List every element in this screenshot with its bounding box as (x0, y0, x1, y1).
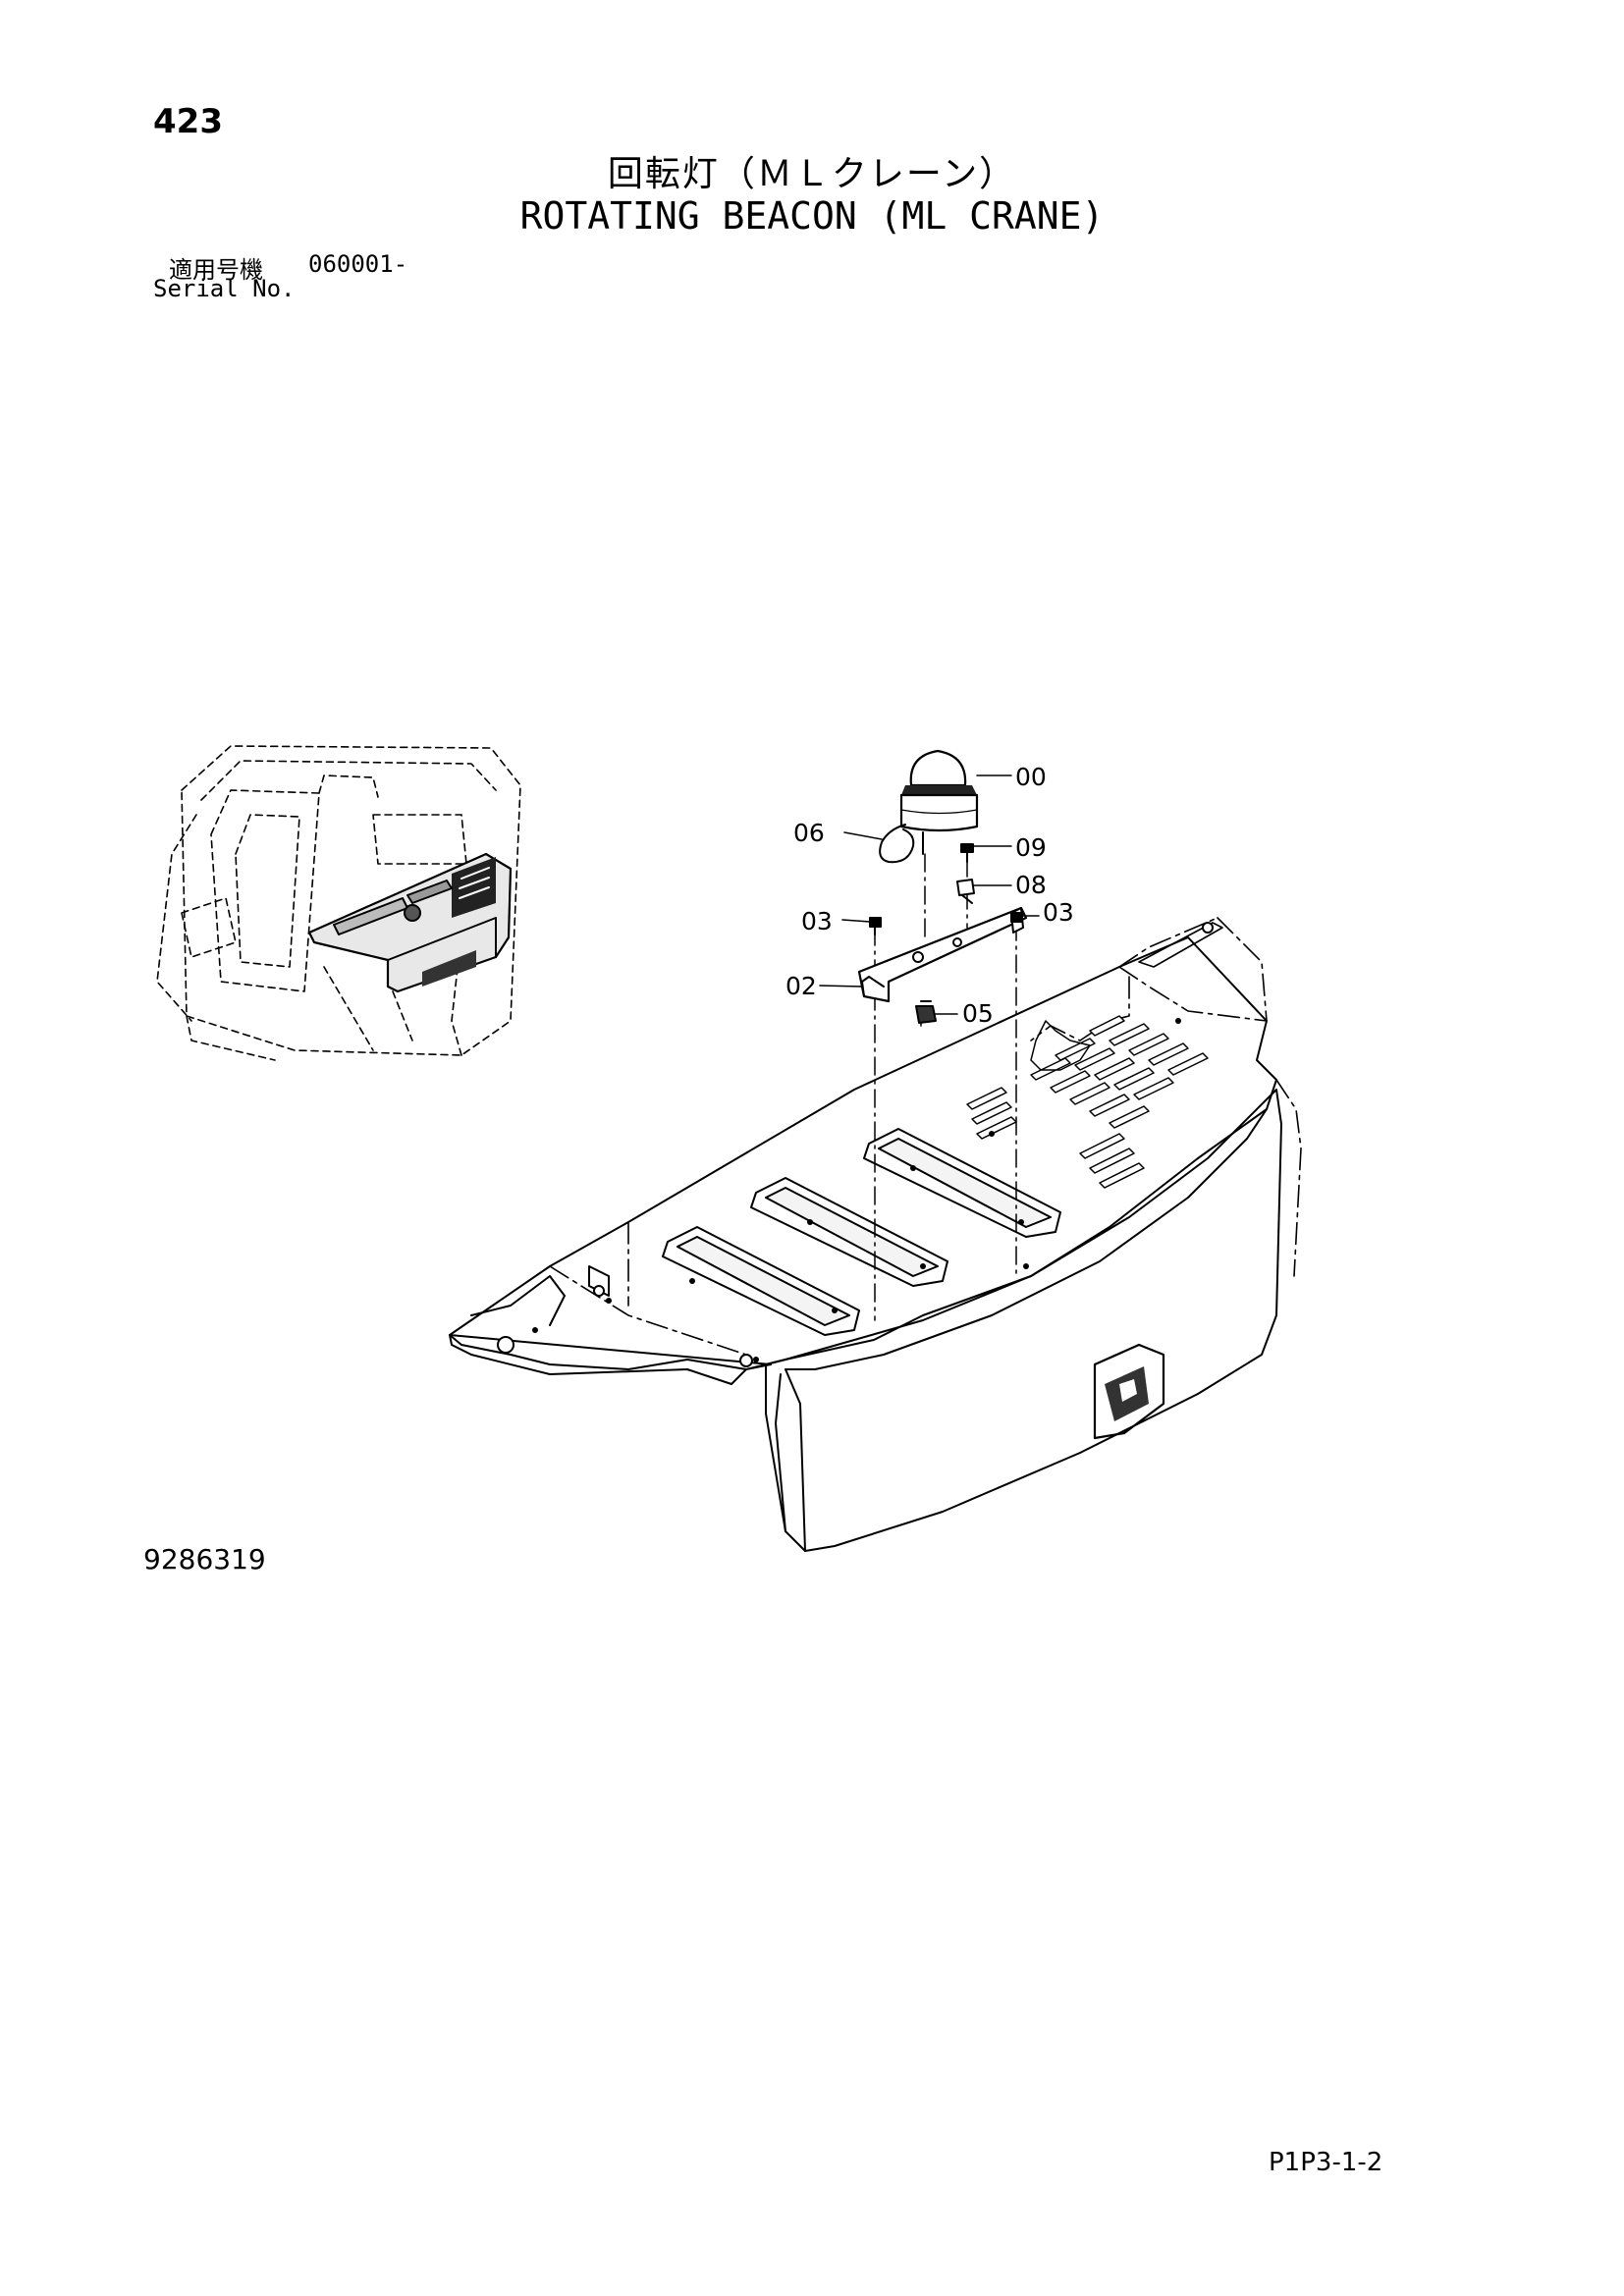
drawing-number: 9286319 (143, 1543, 266, 1575)
callout-09: 09 (1015, 833, 1047, 862)
callout-05: 05 (962, 999, 994, 1028)
page-title-japanese: 回転灯（ＭＬクレーン） (607, 154, 1017, 194)
serial-number-value: 060001- (308, 250, 408, 278)
serial-label-english: Serial No. (153, 275, 296, 302)
callout-08: 08 (1015, 871, 1047, 899)
page-number: 423 (153, 102, 223, 141)
machine-overview-inset (156, 745, 521, 1061)
callout-00: 00 (1015, 763, 1047, 791)
callout-02: 02 (785, 972, 817, 1000)
counterweight-cover (449, 917, 1302, 1552)
callout-03-right: 03 (1043, 898, 1074, 927)
serial-label-japanese: 適用号機 (169, 256, 263, 284)
callout-leaders (819, 774, 1040, 1015)
callout-06: 06 (793, 819, 825, 847)
callout-03-left: 03 (801, 907, 833, 935)
sheet-code: P1P3-1-2 (1269, 2148, 1383, 2177)
beacon-assembly (857, 749, 1028, 1321)
page-title-english: ROTATING BEACON (ML CRANE) (519, 194, 1105, 238)
